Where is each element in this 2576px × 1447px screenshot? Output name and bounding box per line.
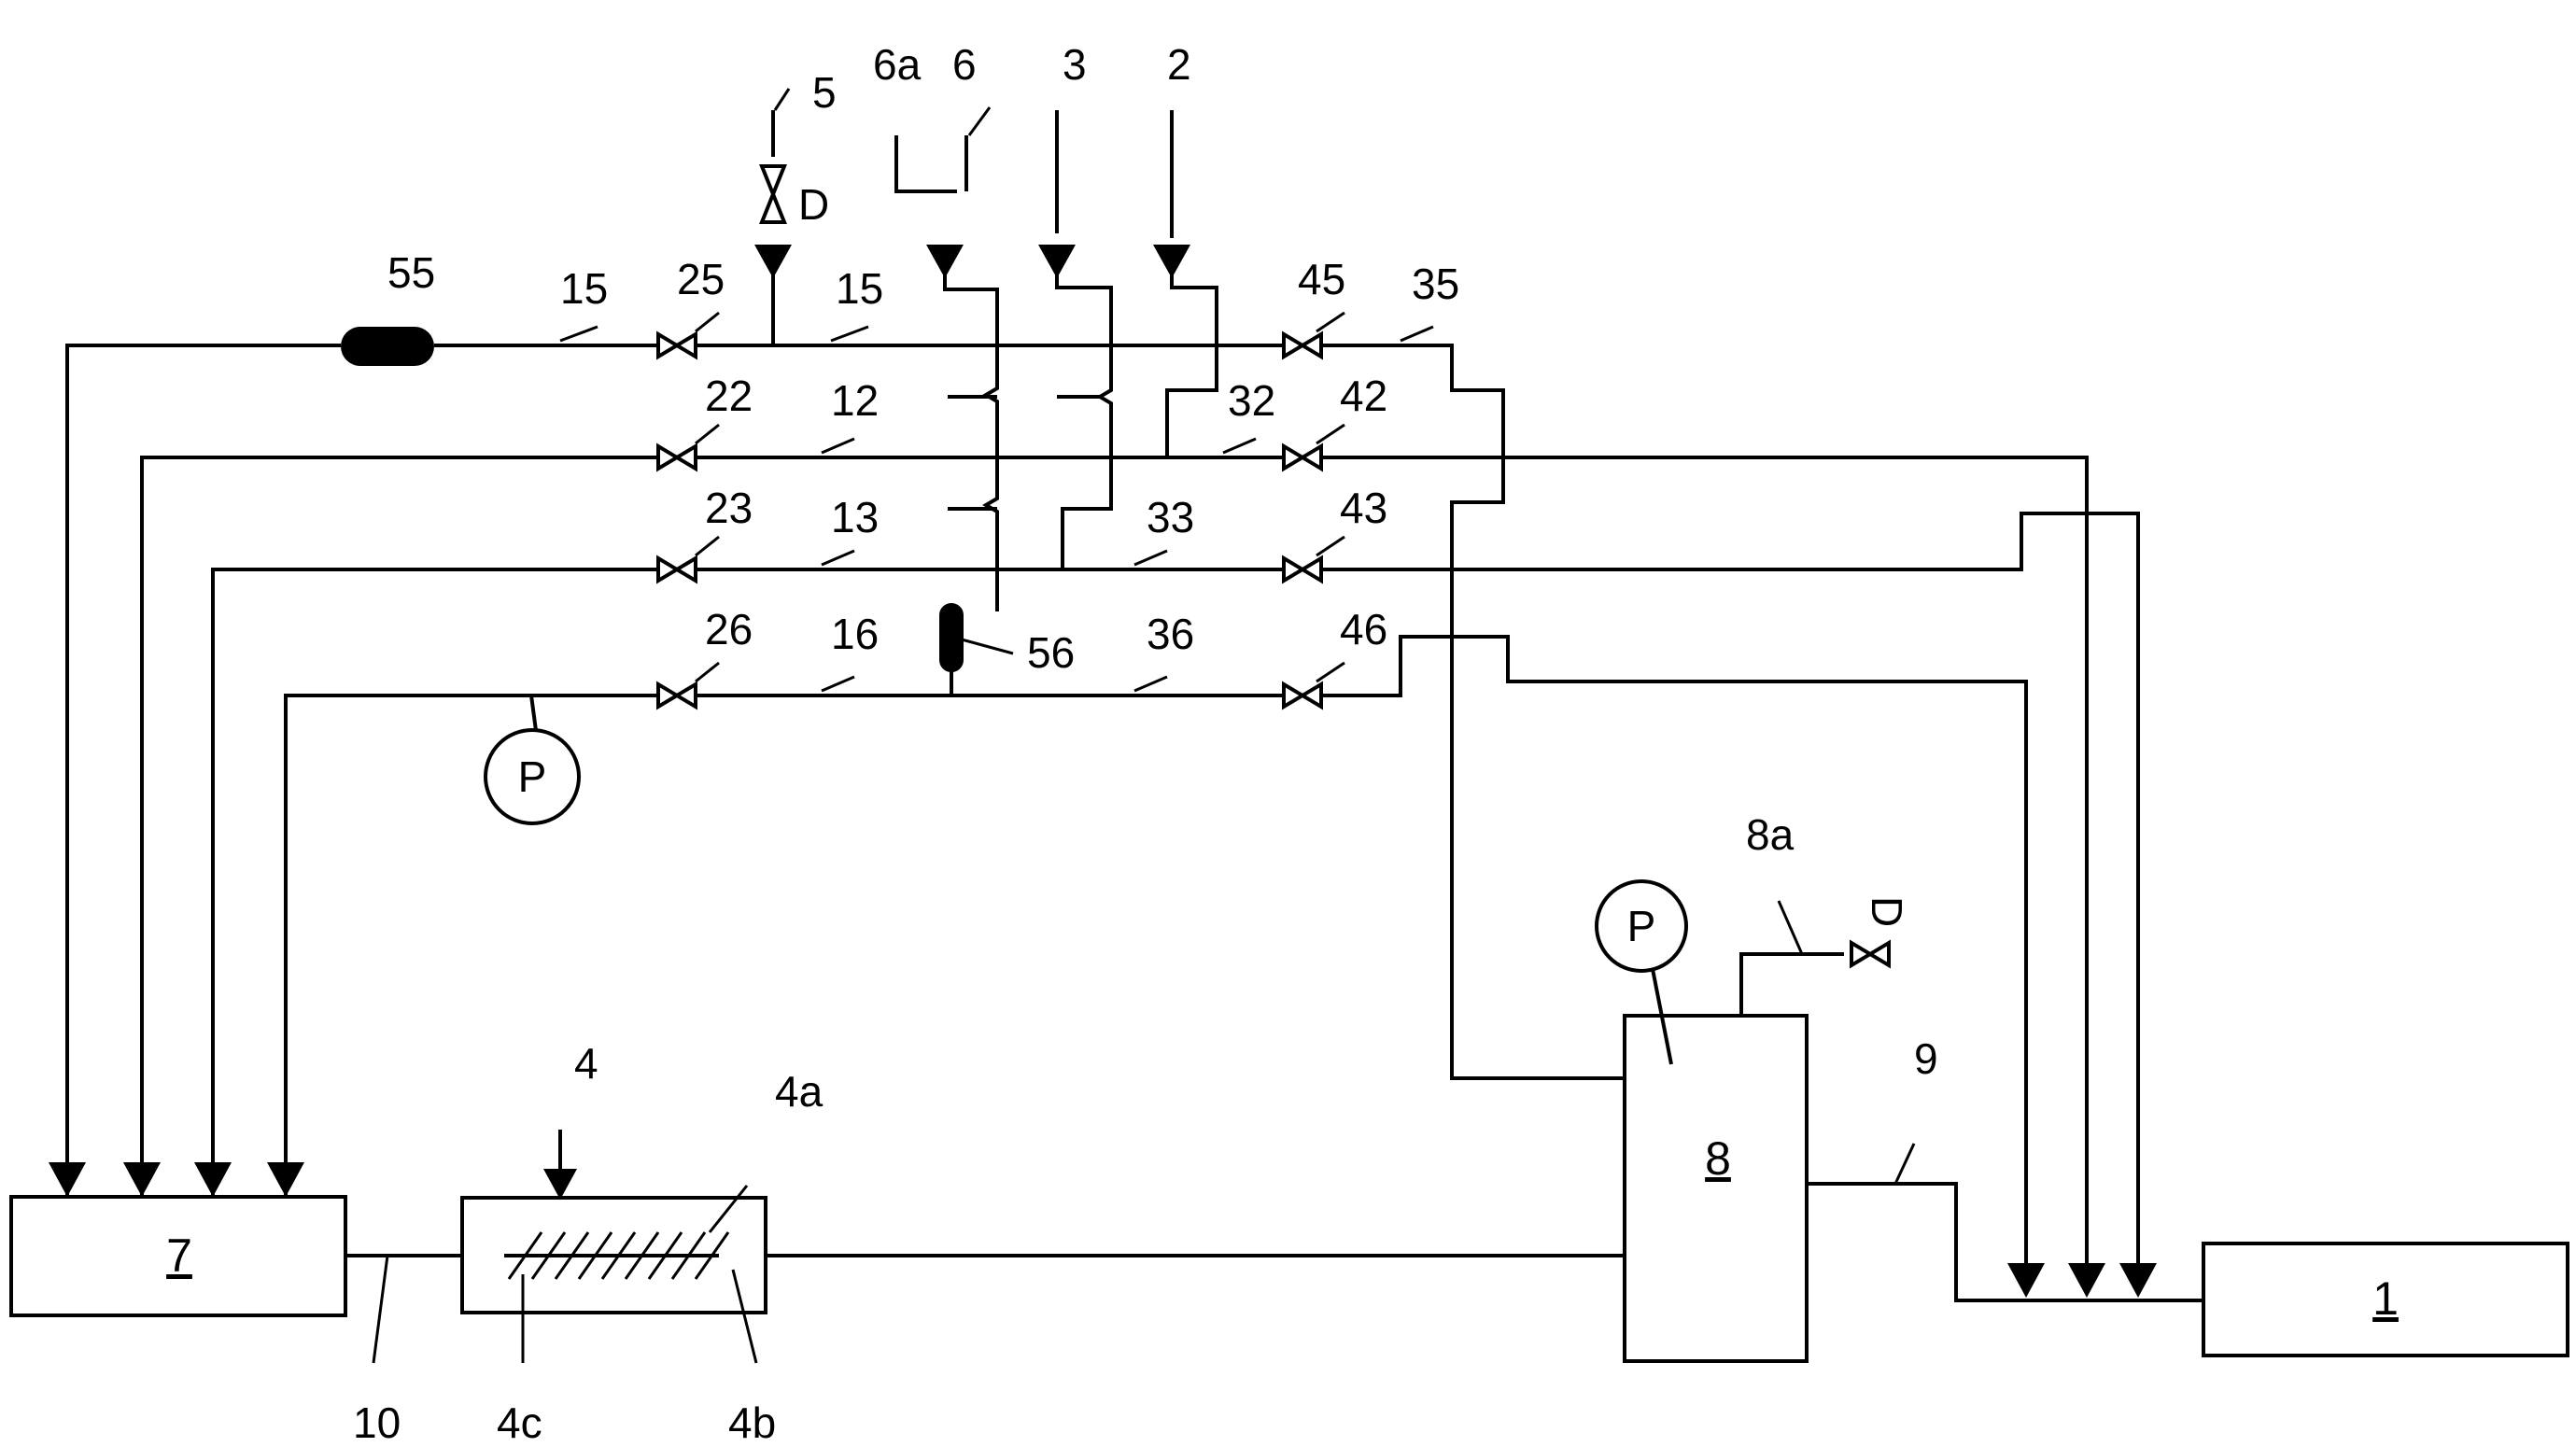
reference-labels: 5 6a 6 3 2 D D 55 15 25 15 45 35 22 12 3… — [353, 40, 1938, 1447]
label-45: 45 — [1298, 255, 1345, 303]
label-46: 46 — [1340, 605, 1387, 653]
arrow-supply-5 — [754, 245, 792, 278]
label-32: 32 — [1228, 376, 1275, 425]
arrow-into-1-a — [2007, 1263, 2045, 1298]
label-25: 25 — [677, 255, 725, 303]
gauge-tank-stem — [1651, 968, 1673, 1065]
tank-8-box — [1623, 1014, 1809, 1363]
pressure-gauge-tank-label: P — [1627, 902, 1656, 950]
arrow-into-7-d — [267, 1162, 304, 1197]
label-33: 33 — [1147, 493, 1194, 541]
line-13 — [211, 512, 2140, 1270]
pressure-gauge-tank — [1595, 879, 1688, 973]
valve-D-vent — [1850, 939, 1891, 969]
valve-43 — [1282, 555, 1323, 584]
unit-4-hatching — [504, 1231, 730, 1280]
valve-46 — [1282, 681, 1323, 710]
label-22: 22 — [705, 372, 753, 420]
valve-45 — [1282, 330, 1323, 360]
label-23: 23 — [705, 484, 753, 532]
arrow-supply-6 — [926, 245, 964, 278]
unit-1-box — [2202, 1242, 2569, 1357]
label-15-left: 15 — [560, 264, 608, 313]
label-15-right: 15 — [836, 264, 883, 313]
label-8a: 8a — [1746, 810, 1795, 859]
arrow-into-7-a — [49, 1162, 86, 1197]
line-8a — [1739, 952, 1844, 1016]
line-15 — [65, 344, 1620, 1197]
label-35: 35 — [1412, 260, 1459, 308]
label-2: 2 — [1167, 40, 1191, 89]
label-55: 55 — [387, 248, 435, 297]
label-4: 4 — [574, 1039, 598, 1088]
label-43: 43 — [1340, 484, 1387, 532]
valve-42 — [1282, 443, 1323, 472]
unit-7-label: 7 — [166, 1229, 192, 1282]
arrow-supply-2 — [1153, 245, 1190, 278]
pressure-gauge-left — [484, 728, 581, 825]
valves — [656, 164, 1891, 969]
valve-26 — [656, 681, 697, 710]
supply-3-line — [1055, 110, 1113, 569]
label-13: 13 — [831, 493, 879, 541]
arrow-into-7-b — [123, 1162, 161, 1197]
label-12: 12 — [831, 376, 879, 425]
pressure-gauge-left-label: P — [518, 752, 547, 801]
label-26: 26 — [705, 605, 753, 653]
arrow-into-1-b — [2068, 1263, 2105, 1298]
valve-23 — [656, 555, 697, 584]
label-4c: 4c — [497, 1398, 542, 1447]
arrowheads — [49, 245, 2157, 1298]
valve-D-top — [759, 164, 787, 224]
line-16 — [284, 635, 2028, 1270]
unit-7-box — [9, 1195, 347, 1317]
arrow-to-4 — [543, 1169, 577, 1200]
tank-56 — [939, 603, 964, 672]
label-6a: 6a — [873, 40, 922, 89]
label-16: 16 — [831, 610, 879, 658]
label-9: 9 — [1914, 1034, 1938, 1083]
label-D-top: D — [798, 180, 829, 229]
tank-55 — [341, 327, 434, 366]
unit-1-label: 1 — [2372, 1272, 2399, 1325]
supply-2-line — [1165, 110, 1218, 457]
label-4a: 4a — [775, 1067, 823, 1116]
jump-marks — [948, 395, 1100, 511]
arrow-into-1-c — [2119, 1263, 2157, 1298]
label-36: 36 — [1147, 610, 1194, 658]
line-12 — [140, 456, 2089, 1270]
label-D-vent: D — [1863, 896, 1911, 927]
label-4b: 4b — [728, 1398, 776, 1447]
label-6: 6 — [952, 40, 977, 89]
arrow-into-7-c — [194, 1162, 232, 1197]
piping — [65, 110, 2203, 1302]
tank-8-label: 8 — [1705, 1132, 1731, 1185]
label-3: 3 — [1063, 40, 1087, 89]
arrow-supply-3 — [1038, 245, 1076, 278]
label-42: 42 — [1340, 372, 1387, 420]
supply-6-line — [894, 135, 999, 611]
leader-lines — [372, 88, 1916, 1364]
valve-25 — [656, 330, 697, 360]
line-9 — [1807, 1182, 2203, 1302]
label-56: 56 — [1027, 628, 1075, 677]
label-5: 5 — [812, 68, 837, 117]
valve-22 — [656, 443, 697, 472]
label-10: 10 — [353, 1398, 401, 1447]
